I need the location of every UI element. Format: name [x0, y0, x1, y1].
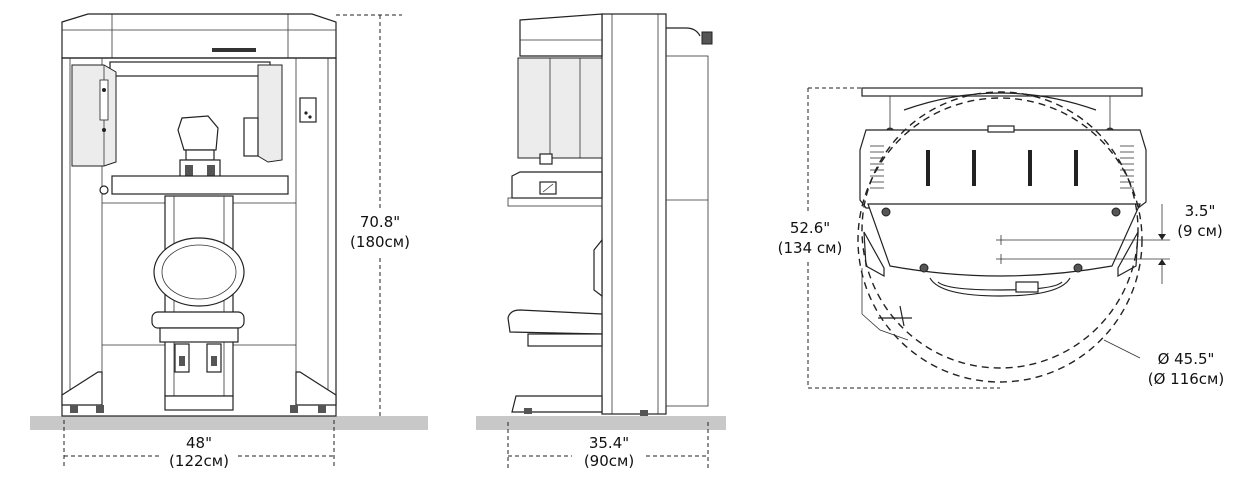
- side-rear-cabinet: [665, 55, 709, 407]
- top-depth-imperial-label: 52.6": [790, 219, 830, 237]
- front-width-dimension: 48" (122см): [63, 420, 335, 470]
- front-floor: [30, 416, 428, 430]
- side-plug: [701, 31, 713, 45]
- front-head-support: [177, 115, 219, 151]
- width-metric-label: (122см): [169, 452, 229, 470]
- top-diameter-callout: Ø 45.5" (Ø 116см): [1103, 339, 1224, 388]
- offset-metric-label: (9 см): [1177, 222, 1223, 240]
- front-rotating-arm: [109, 61, 271, 77]
- front-tube-head: [257, 64, 283, 163]
- height-metric-label: (180см): [350, 233, 410, 251]
- front-height-dimension: 70.8" (180см): [336, 14, 410, 416]
- depth-imperial-label: 35.4": [589, 434, 629, 452]
- top-center-marks: [996, 235, 1170, 264]
- side-seat-back: [593, 238, 603, 298]
- top-rotation-arc: [903, 92, 1097, 111]
- diameter-metric-label: (Ø 116см): [1148, 370, 1224, 388]
- front-hand-grip: [111, 175, 289, 195]
- side-feet: [524, 408, 648, 416]
- front-logo-plate: [212, 48, 256, 52]
- front-feet: [70, 405, 326, 413]
- depth-metric-label: (90см): [584, 452, 634, 470]
- top-rotation-circle-inner: [861, 91, 1139, 369]
- front-sensor-head: [71, 64, 117, 167]
- front-seat-back: [153, 237, 245, 307]
- diameter-imperial-label: Ø 45.5": [1158, 350, 1215, 368]
- side-depth-dimension: 35.4" (90см): [507, 422, 709, 470]
- width-imperial-label: 48": [186, 434, 212, 452]
- front-tube-cover: [243, 117, 259, 157]
- diameter-leader-line: [1103, 339, 1141, 359]
- side-main-column: [601, 13, 667, 415]
- top-depth-dimension: 52.6" (134 см): [778, 87, 1000, 389]
- top-slots: [926, 150, 1078, 186]
- front-frame: [61, 57, 337, 417]
- top-handle: [929, 277, 1071, 297]
- front-view: 70.8" (180см) 48" (122см): [30, 13, 428, 470]
- front-top-cap: [61, 13, 337, 59]
- side-top-housing: [519, 13, 603, 57]
- side-view: 35.4" (90см): [476, 13, 726, 470]
- front-base-right: [295, 371, 337, 406]
- top-view: 52.6" (134 см) 3.5" (9 см) Ø 45.5" (Ø 11…: [778, 87, 1224, 389]
- side-rotating-head: [517, 57, 603, 159]
- side-hand-grip: [511, 171, 603, 199]
- top-offset-dimension: 3.5" (9 см): [1158, 202, 1223, 284]
- front-base-left: [61, 371, 103, 406]
- side-base: [511, 395, 603, 413]
- height-imperial-label: 70.8": [360, 213, 400, 231]
- side-seat: [507, 309, 603, 335]
- side-floor: [476, 416, 726, 430]
- front-control-panel: [299, 97, 317, 123]
- front-seat: [151, 311, 245, 329]
- side-cable: [666, 27, 701, 37]
- offset-imperial-label: 3.5": [1185, 202, 1216, 220]
- top-depth-metric-label: (134 см): [778, 239, 843, 257]
